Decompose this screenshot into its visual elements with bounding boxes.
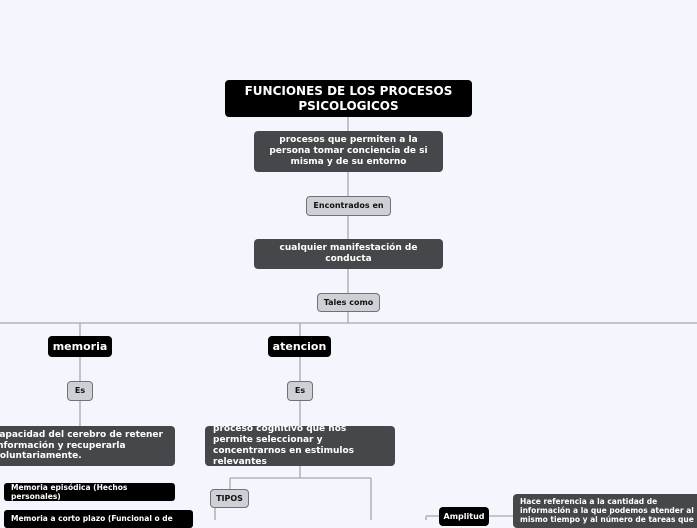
atencion-definition-node[interactable]: proceso cognitivo que nos permite selecc… [205,424,395,467]
definition-node[interactable]: procesos que permiten a la persona tomar… [254,131,443,172]
atencion-connector-es[interactable]: Es [287,381,313,401]
memoria-type-episodic[interactable]: Memoria episódica (Hechos personales) [4,483,175,501]
connector-such-as[interactable]: Tales como [317,293,380,312]
root-topic[interactable]: FUNCIONES DE LOS PROCESOS PSICOLOGICOS [225,80,472,117]
atencion-definition-text: proceso cognitivo que nos permite selecc… [213,424,355,467]
memoria-type-short-term-label: Memoria a corto plazo (Funcional o de [11,514,173,523]
memoria-type-episodic-label: Memoria episódica (Hechos personales) [11,483,128,501]
amplitud-label: Amplitud [443,511,485,521]
root-topic-title: FUNCIONES DE LOS PROCESOS PSICOLOGICOS [244,84,453,113]
amplitud-note[interactable]: Hace referencia a la cantidad de informa… [513,494,697,528]
atencion-label: atencion [272,339,327,353]
manifestation-text: cualquier manifestación de conducta [279,243,418,264]
memoria-connector-es[interactable]: Es [67,381,93,401]
atencion-node[interactable]: atencion [268,336,331,357]
memoria-definition-node[interactable]: capacidad del cerebro de retener informa… [0,426,175,466]
connector-such-as-label: Tales como [323,297,374,307]
amplitud-node[interactable]: Amplitud [439,507,489,526]
memoria-label: memoria [52,339,108,353]
connector-found-in-label: Encontrados en [313,201,384,211]
manifestation-node[interactable]: cualquier manifestación de conducta [254,239,443,269]
atencion-types-connector[interactable]: TIPOS [210,489,249,508]
definition-text: procesos que permiten a la persona tomar… [269,135,428,167]
atencion-connector-es-label: Es [294,386,306,396]
memoria-type-short-term[interactable]: Memoria a corto plazo (Funcional o de [4,510,193,528]
memoria-connector-es-label: Es [74,386,86,396]
memoria-definition-text: capacidad del cerebro de retener informa… [0,429,163,462]
atencion-types-connector-label: TIPOS [216,493,243,503]
connector-found-in[interactable]: Encontrados en [306,196,391,216]
memoria-node[interactable]: memoria [48,336,112,357]
